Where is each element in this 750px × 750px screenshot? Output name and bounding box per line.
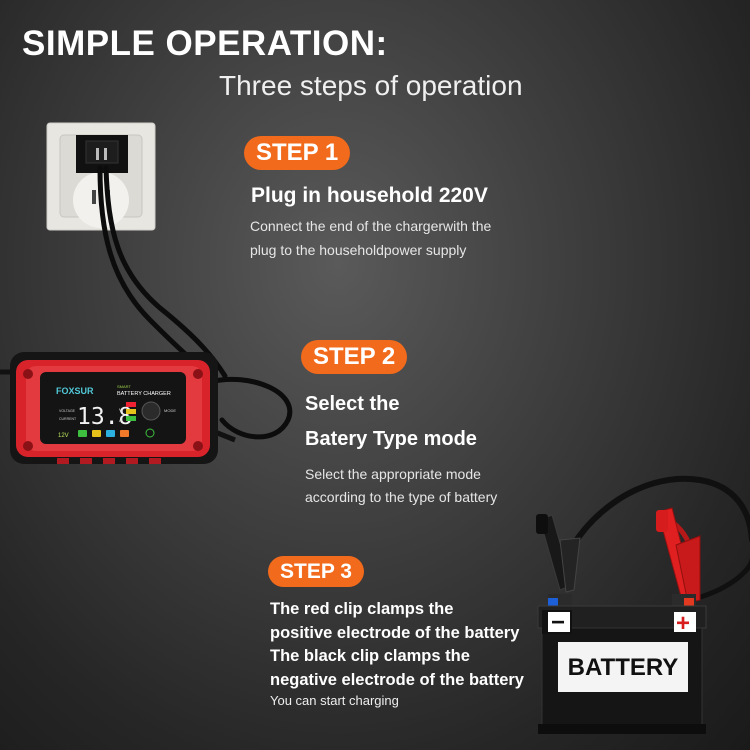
svg-text:CURRENT: CURRENT (59, 417, 77, 421)
page-subtitle: Three steps of operation (219, 70, 523, 101)
step2-heading-line1: Select the (305, 393, 400, 415)
black-clip-icon (536, 514, 581, 593)
step1-heading: Plug in household 220V (251, 184, 488, 207)
clamp-cables (557, 475, 750, 603)
battery-charger: FOXSUR SMART BATTERY CHARGER VOLTAGE CUR… (0, 352, 236, 464)
step3-line4: negative electrode of the battery (270, 671, 524, 689)
svg-text:VOLTAGE: VOLTAGE (59, 409, 76, 413)
red-clip-icon (656, 507, 701, 604)
battery-positive: + (676, 610, 690, 637)
step1-desc-line1: Connect the end of the chargerwith the (250, 218, 492, 234)
battery-label: BATTERY (568, 654, 679, 681)
step3-badge: STEP 3 (268, 556, 364, 587)
charger-product: BATTERY CHARGER (117, 391, 171, 397)
svg-text:MODE: MODE (164, 408, 176, 413)
svg-text:A: A (119, 418, 123, 424)
step2-desc-line2: according to the type of battery (305, 489, 498, 505)
step2-desc-line1: Select the appropriate mode (305, 466, 481, 482)
step3-line3: The black clip clamps the (270, 647, 470, 665)
charger-display: 13.8 (77, 404, 132, 430)
step3-note: You can start charging (270, 693, 399, 708)
svg-text:12V: 12V (58, 433, 69, 439)
battery-icon: − + BATTERY (537, 594, 707, 734)
svg-text:SMART: SMART (117, 384, 131, 389)
step1-desc-line2: plug to the householdpower supply (250, 242, 467, 258)
battery-negative: − (551, 609, 565, 636)
step3-line2: positive electrode of the battery (270, 624, 520, 642)
svg-text:V: V (119, 409, 123, 415)
step3-line1: The red clip clamps the (270, 600, 454, 618)
step1-badge: STEP 1 (244, 136, 351, 170)
charger-brand: FOXSUR (56, 386, 94, 396)
step2-badge: STEP 2 (301, 340, 408, 374)
mode-knob (141, 401, 161, 421)
page-title: SIMPLE OPERATION: (22, 24, 388, 63)
step2-heading-line2: Batery Type mode (305, 428, 477, 450)
